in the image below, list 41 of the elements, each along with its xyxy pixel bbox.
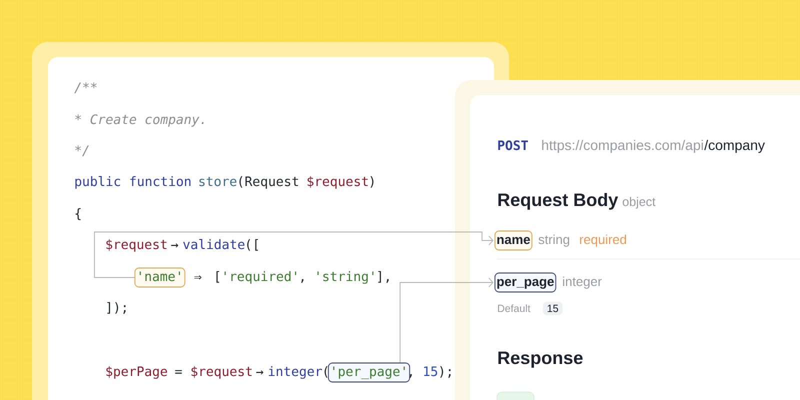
code-string: 'required' [224, 271, 296, 284]
code-token: ]); [107, 302, 126, 314]
code-operator: → [256, 370, 264, 375]
required-label: required [580, 234, 626, 247]
code-token: , [410, 374, 412, 378]
code-token: ([ [247, 239, 258, 251]
code-operator: = [175, 370, 182, 374]
code-token: [ [216, 271, 220, 283]
code-method-name: validate [183, 239, 244, 250]
default-label: Default [498, 304, 530, 312]
code-keyword: public function [75, 176, 190, 189]
endpoint-path: /company [704, 140, 765, 153]
code-token: ) [370, 176, 374, 188]
code-variable: $request [106, 239, 166, 252]
endpoint-url: https://companies.com/api [542, 140, 703, 153]
connector-arrow [94, 232, 494, 278]
http-method: POST [498, 140, 528, 150]
parameter-box: per_page [494, 272, 556, 292]
code-token: ); [440, 366, 451, 378]
code-token: { [76, 208, 81, 220]
code-token: (Request [239, 176, 298, 189]
code-variable: $request [192, 366, 252, 379]
code-token: , [301, 279, 304, 283]
code-variable: $perPage [106, 366, 167, 379]
code-function-name: store [199, 176, 236, 186]
code-operator: → [171, 243, 178, 248]
parameter-box: 'per_page' [328, 362, 410, 382]
code-string: 'string' [318, 271, 374, 284]
code-number: 15 [424, 366, 438, 376]
section-heading: Request Body [498, 192, 618, 210]
code-comment: */ [75, 145, 89, 156]
code-comment: /** [74, 82, 97, 94]
type-label: object [622, 196, 656, 209]
code-token: ], [378, 271, 389, 283]
type-label: string [538, 234, 570, 247]
code-variable: $request [308, 176, 368, 189]
section-heading: Response [498, 352, 583, 368]
code-comment: * Create company. [75, 114, 204, 127]
parameter-box: name [494, 230, 532, 250]
parameter-box: 'name' [134, 268, 186, 288]
connector-arrow [400, 278, 494, 363]
